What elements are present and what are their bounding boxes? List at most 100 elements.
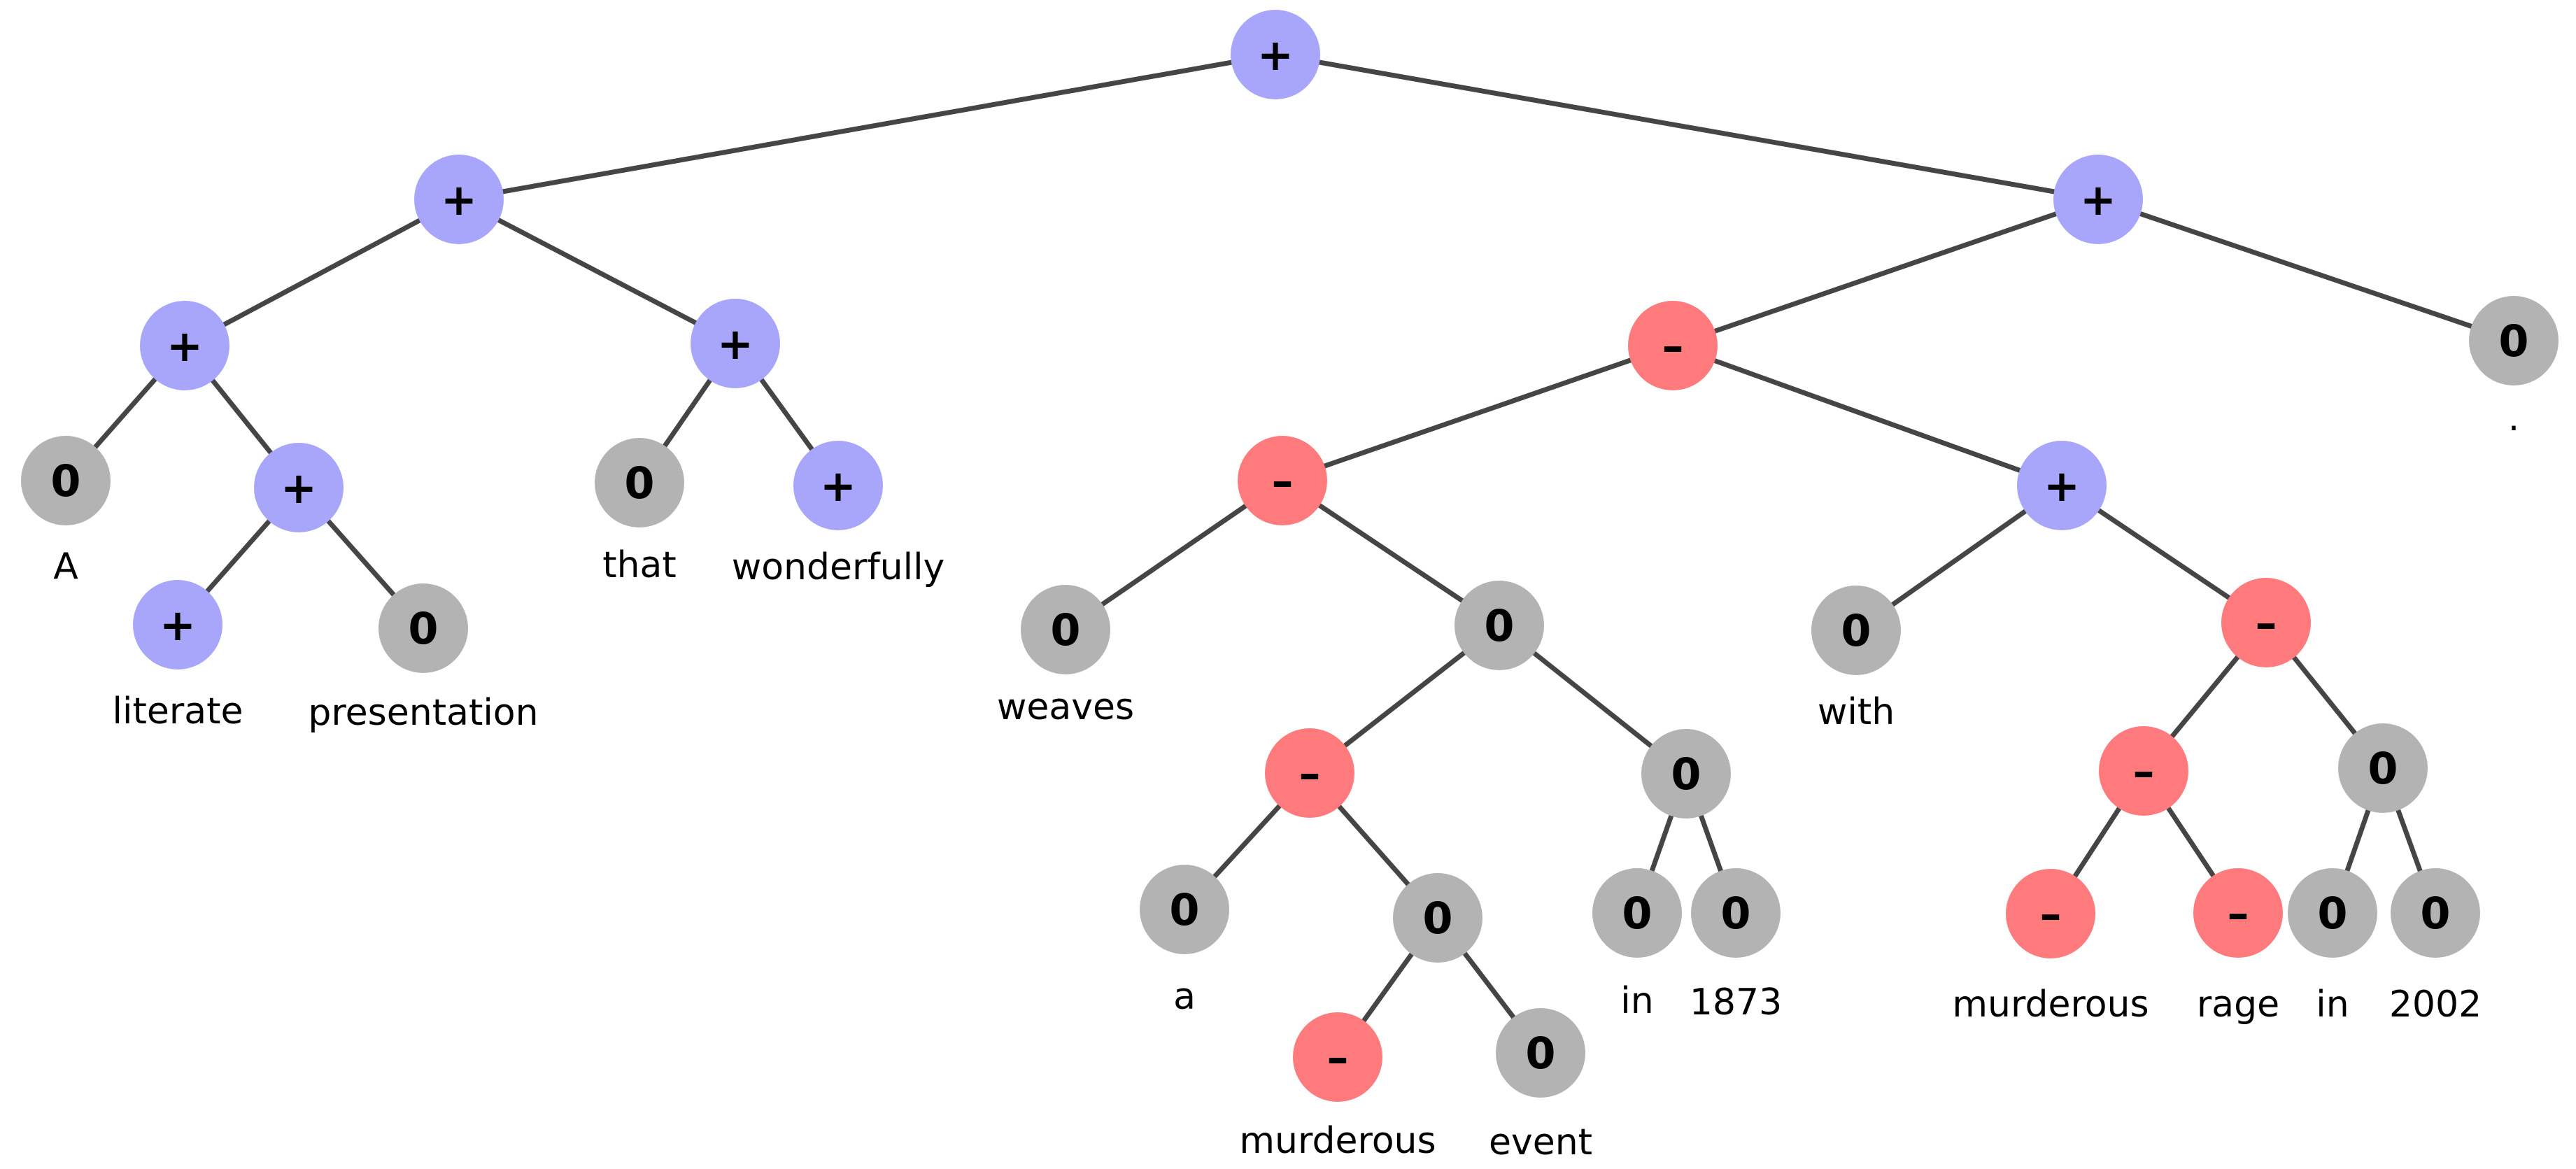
word-label: rage bbox=[2197, 984, 2279, 1026]
sentiment-label: 0 bbox=[1169, 884, 1199, 935]
word-label: 1873 bbox=[1690, 982, 1782, 1023]
sentiment-label: 0 bbox=[408, 603, 438, 654]
sentiment-label: + bbox=[167, 320, 203, 371]
node-circle-pos bbox=[691, 299, 780, 388]
node-n_obj: 0 bbox=[1455, 581, 1544, 670]
word-label: event bbox=[1489, 1121, 1592, 1163]
word-label: A bbox=[53, 546, 78, 588]
node-circle-neu bbox=[1811, 586, 1901, 675]
edge-n_rp-n_vp bbox=[1671, 197, 2100, 348]
sentiment-label: 0 bbox=[624, 458, 654, 509]
sentiment-label: – bbox=[2133, 746, 2155, 797]
node-circle-neg bbox=[1238, 436, 1327, 525]
sentiment-label: 0 bbox=[1050, 604, 1080, 656]
word-label: murderous bbox=[1952, 984, 2149, 1026]
node-w_a: 0 bbox=[1140, 865, 1229, 954]
node-circle-neu bbox=[1496, 1008, 1585, 1098]
node-w_2002: 0 bbox=[2391, 868, 2480, 958]
node-circle-neu bbox=[1455, 581, 1544, 670]
word-label: with bbox=[1818, 691, 1895, 733]
node-n_in2002: 0 bbox=[2338, 723, 2428, 813]
sentiment-label: + bbox=[820, 460, 856, 511]
sentiment-label: 0 bbox=[1525, 1028, 1555, 1079]
edge-root-n_lp bbox=[458, 52, 1276, 202]
node-circle-neg bbox=[1293, 1012, 1382, 1102]
node-w_murderous1: – bbox=[1293, 1012, 1382, 1102]
node-circle-neu bbox=[1691, 868, 1781, 958]
node-w_weaves: 0 bbox=[1021, 585, 1110, 674]
node-circle-neu bbox=[21, 436, 111, 525]
sentiment-label: + bbox=[441, 174, 477, 225]
node-circle-pos bbox=[133, 580, 222, 669]
sentiment-label: 0 bbox=[1841, 605, 1871, 656]
word-label: presentation bbox=[308, 692, 538, 734]
sentiment-label: 0 bbox=[1671, 749, 1701, 800]
edge-n_vp-n_with bbox=[1671, 343, 2063, 488]
node-n_lit: + bbox=[140, 301, 229, 390]
node-circle-pos bbox=[793, 441, 883, 530]
node-w_in1: 0 bbox=[1592, 868, 1682, 958]
node-n_aevent: – bbox=[1265, 728, 1354, 818]
sentiment-label: + bbox=[2044, 460, 2080, 511]
sentiment-label: – bbox=[1299, 748, 1321, 799]
sentiment-label: + bbox=[2080, 174, 2116, 225]
node-circle-pos bbox=[414, 155, 504, 244]
node-n_rp: + bbox=[2053, 155, 2143, 244]
word-label: wonderfully bbox=[732, 546, 945, 588]
node-w_rage: – bbox=[2193, 868, 2283, 958]
node-root: + bbox=[1231, 10, 1320, 99]
node-circle-pos bbox=[2017, 441, 2107, 530]
node-w_that: 0 bbox=[595, 438, 684, 527]
node-n_weaves: – bbox=[1238, 436, 1327, 525]
node-n_rage2002: – bbox=[2221, 578, 2311, 667]
node-n_with: + bbox=[2017, 441, 2107, 530]
sentiment-label: 0 bbox=[1720, 888, 1750, 939]
sentiment-label: – bbox=[1327, 1032, 1349, 1083]
edge-root-n_rp bbox=[1275, 52, 2099, 202]
edge-n_lp-n_lit bbox=[183, 197, 460, 348]
node-n_in1873: 0 bbox=[1641, 729, 1731, 819]
node-w_in2: 0 bbox=[2288, 868, 2377, 958]
edge-n_rp-w_period bbox=[2097, 197, 2515, 343]
node-w_1873: 0 bbox=[1691, 868, 1781, 958]
edge-n_lp-n_that bbox=[458, 197, 737, 346]
node-n_litpres: + bbox=[254, 443, 344, 532]
node-n_lp: + bbox=[414, 155, 504, 244]
node-circle-neu bbox=[2288, 868, 2377, 958]
node-circle-neg bbox=[2099, 726, 2188, 816]
node-circle-neg bbox=[2193, 868, 2283, 958]
node-circle-pos bbox=[1231, 10, 1320, 99]
word-label: a bbox=[1173, 976, 1196, 1018]
node-circle-neg bbox=[2221, 578, 2311, 667]
edge-n_vp-n_weaves bbox=[1281, 343, 1674, 483]
sentiment-label: 0 bbox=[2317, 888, 2347, 939]
node-w_murderous2: – bbox=[2006, 869, 2095, 958]
sentiment-label: + bbox=[160, 600, 196, 651]
node-w_wonderfully: + bbox=[793, 441, 883, 530]
node-n_rage: – bbox=[2099, 726, 2188, 816]
word-label: . bbox=[2508, 397, 2520, 439]
node-circle-neu bbox=[1641, 729, 1731, 819]
word-label: weaves bbox=[997, 686, 1134, 728]
word-label: in bbox=[1620, 980, 1653, 1022]
sentiment-label: 0 bbox=[1422, 893, 1452, 944]
sentiment-label: – bbox=[1272, 455, 1294, 506]
node-w_period: 0 bbox=[2469, 296, 2559, 385]
node-w_presentation: 0 bbox=[378, 583, 468, 673]
sentiment-label: – bbox=[2256, 597, 2277, 649]
word-label: literate bbox=[113, 690, 243, 732]
sentiment-label: + bbox=[1257, 29, 1294, 80]
node-w_A: 0 bbox=[21, 436, 111, 525]
node-n_that: + bbox=[691, 299, 780, 388]
node-circle-neu bbox=[2338, 723, 2428, 813]
sentiment-label: + bbox=[281, 462, 317, 513]
node-circle-neu bbox=[1021, 585, 1110, 674]
node-circle-pos bbox=[140, 301, 229, 390]
node-w_literate: + bbox=[133, 580, 222, 669]
node-circle-pos bbox=[2053, 155, 2143, 244]
node-w_with: 0 bbox=[1811, 586, 1901, 675]
node-circle-pos bbox=[254, 443, 344, 532]
node-circle-neu bbox=[378, 583, 468, 673]
